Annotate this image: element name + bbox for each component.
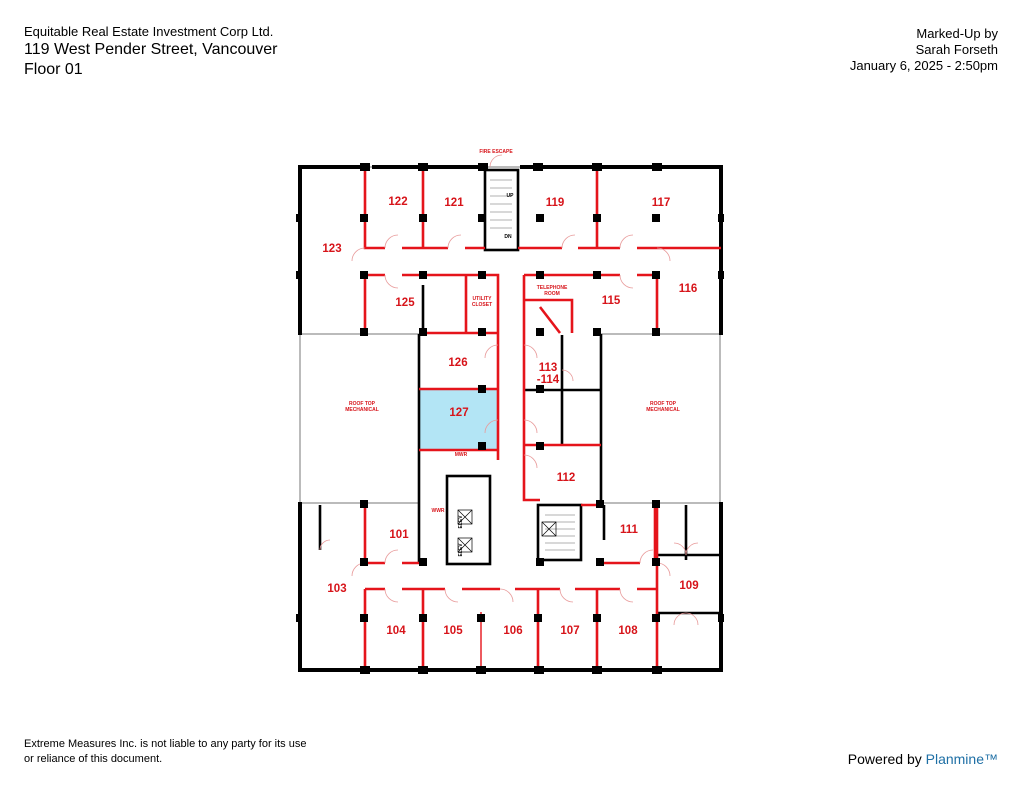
disclaimer-line-2: or reliance of this document. [24, 753, 163, 765]
telephone-room-label-2: ROOM [544, 291, 560, 297]
room-111[interactable]: 111 [620, 524, 639, 536]
small-labels: FIRE ESCAPE UTILITY CLOSET TELEPHONE ROO… [345, 149, 680, 557]
wwr-label: WWR [431, 508, 444, 514]
room-108[interactable]: 108 [618, 625, 638, 637]
disclaimer-line-1: Extreme Measures Inc. is not liable to a… [24, 738, 307, 750]
elevator-label-1: ELEV [458, 515, 464, 529]
room-103[interactable]: 103 [327, 583, 346, 595]
door-icons [319, 154, 699, 626]
room-109[interactable]: 109 [679, 580, 698, 592]
room-105[interactable]: 105 [443, 625, 463, 637]
room-107[interactable]: 107 [560, 625, 579, 637]
marked-up-by: Sarah Forseth [915, 42, 998, 57]
elevator-label-2: ELEV [458, 543, 464, 557]
marked-up-label: Marked-Up by [916, 26, 998, 41]
disclaimer: Extreme Measures Inc. is not liable to a… [24, 737, 306, 767]
markup-date: January 6, 2025 - 2:50pm [849, 58, 998, 73]
room-101[interactable]: 101 [389, 529, 409, 541]
utility-closet-label-2: CLOSET [472, 302, 492, 308]
room-104[interactable]: 104 [386, 625, 406, 637]
structural-columns [296, 163, 724, 674]
markup-info: Marked-Up by Sarah Forseth January 6, 20… [850, 26, 998, 74]
roof-top-mechanical-right-1: ROOF TOP [650, 401, 677, 407]
room-116[interactable]: 116 [679, 283, 698, 295]
company-name: Equitable Real Estate Investment Corp Lt… [24, 24, 274, 39]
floor-label: Floor 01 [24, 61, 83, 78]
room-127-highlight[interactable] [420, 390, 498, 450]
room-125[interactable]: 125 [395, 297, 415, 309]
partition-walls [363, 170, 721, 671]
room-122[interactable]: 122 [388, 196, 407, 208]
room-121[interactable]: 121 [444, 197, 464, 209]
room-117[interactable]: 117 [652, 197, 671, 209]
room-112[interactable]: 112 [557, 472, 576, 484]
stair-up-label: UP [507, 193, 515, 199]
roof-top-mechanical-left-1: ROOF TOP [349, 401, 376, 407]
telephone-room-label-1: TELEPHONE [537, 285, 568, 291]
document-header: Equitable Real Estate Investment Corp Lt… [24, 24, 277, 80]
property-address: 119 West Pender Street, Vancouver [24, 41, 278, 58]
room-126[interactable]: 126 [448, 357, 467, 369]
fire-escape-label: FIRE ESCAPE [479, 149, 513, 155]
mwr-label: MWR [455, 452, 468, 458]
room-106[interactable]: 106 [503, 625, 522, 637]
room-113-label[interactable]: 113 [539, 362, 558, 374]
core-walls [318, 168, 721, 615]
room-119[interactable]: 119 [546, 197, 565, 209]
room-127[interactable]: 127 [449, 407, 468, 419]
powered-by: Powered by Planmine™ [848, 751, 998, 767]
utility-closet-label-1: UTILITY [473, 296, 493, 302]
roof-top-mechanical-right-2: MECHANICAL [646, 407, 680, 413]
stair-down-label: DN [504, 234, 512, 240]
elevator-icon [457, 509, 557, 553]
room-123[interactable]: 123 [322, 243, 341, 255]
stairs-icon [490, 179, 575, 551]
planmine-link[interactable]: Planmine™ [925, 751, 998, 767]
roof-top-mechanical-left-2: MECHANICAL [345, 407, 379, 413]
room-labels: 122 121 119 117 123 125 115 116 126 113 … [322, 196, 698, 637]
room-115[interactable]: 115 [602, 295, 621, 307]
room-114-label[interactable]: -114 [537, 374, 560, 386]
powered-by-label: Powered by [847, 751, 922, 767]
